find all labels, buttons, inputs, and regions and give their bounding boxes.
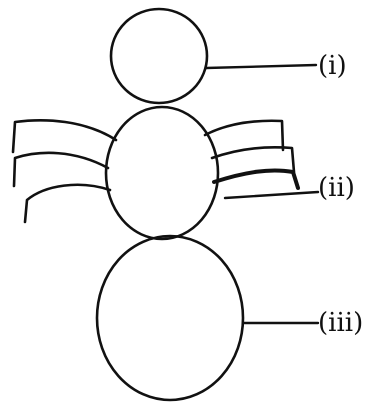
- label-head: (i): [318, 51, 347, 81]
- left-leg-1: [11, 119, 118, 154]
- right-leg-1: [203, 119, 285, 152]
- abdomen-oval: [95, 234, 245, 402]
- head-circle: [109, 7, 209, 105]
- left-legs: [11, 119, 118, 224]
- leader-line-thorax: [223, 190, 320, 200]
- label-thorax: (ii): [318, 173, 355, 203]
- thorax-oval: [104, 105, 220, 241]
- label-abdomen: (iii): [318, 308, 363, 338]
- left-leg-2: [12, 151, 110, 188]
- right-legs: [203, 119, 300, 190]
- left-leg-3: [23, 183, 112, 224]
- leader-line-head: [204, 63, 318, 70]
- right-leg-3: [212, 168, 300, 190]
- right-leg-2: [210, 146, 296, 174]
